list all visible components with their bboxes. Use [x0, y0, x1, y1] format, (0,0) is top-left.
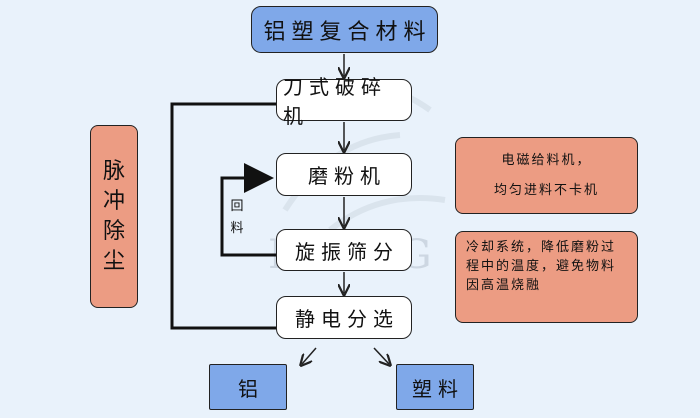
return-material-label: 回 料 — [229, 196, 245, 240]
note-feeder: 电磁给料机， 均匀进料不卡机 — [455, 137, 638, 214]
dust-collector-char: 除 — [102, 218, 125, 244]
step-grinding-mill: 磨粉机 — [276, 153, 412, 196]
pulse-dust-collector-box: 脉 冲 除 尘 — [90, 125, 138, 308]
note-feeder-line: 均匀进料不卡机 — [493, 182, 599, 198]
return-label-char: 料 — [230, 221, 244, 236]
dust-collector-line — [170, 102, 276, 330]
step-vibrating-sieve: 旋振筛分 — [276, 229, 412, 271]
material-title-box: 铝塑复合材料 — [251, 6, 438, 53]
step-electrostatic-separator: 静电分选 — [276, 296, 412, 339]
note-feeder-line: 电磁给料机， — [501, 152, 592, 168]
output-aluminum: 铝 — [209, 364, 287, 410]
return-label-char: 回 — [230, 199, 244, 214]
dust-collector-char: 尘 — [102, 248, 125, 274]
arrow-to-plastic — [373, 347, 389, 364]
dust-collector-char: 脉 — [102, 158, 125, 184]
arrow-to-aluminum — [302, 347, 317, 364]
dust-collector-char: 冲 — [102, 188, 125, 214]
note-cooling-system: 冷却系统，降低磨粉过程中的温度，避免物料因高温烧融 — [455, 231, 638, 323]
step-knife-crusher: 刀式破碎机 — [276, 75, 412, 128]
output-plastic: 塑料 — [396, 364, 474, 410]
